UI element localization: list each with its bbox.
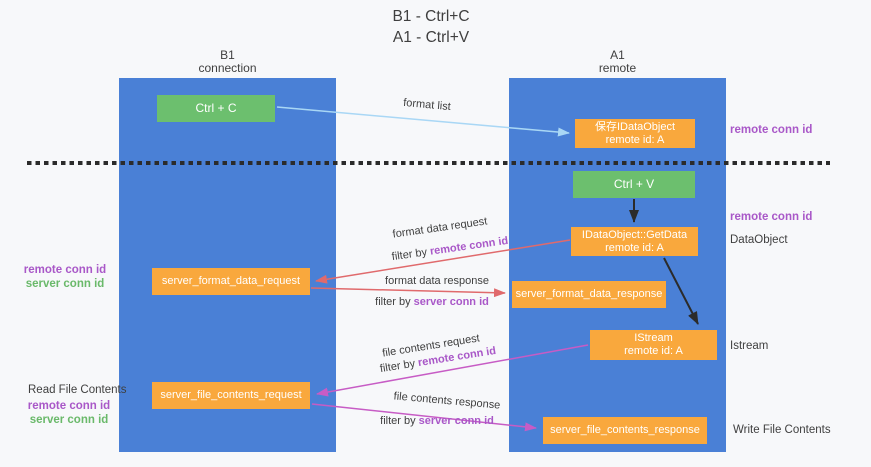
getdata-line1: IDataObject::GetData — [581, 228, 688, 241]
title-line-1: B1 - Ctrl+C — [392, 8, 470, 25]
istream-line2: remote id: A — [624, 345, 683, 357]
write-file-contents-label: Write File Contents — [733, 424, 831, 436]
column-a1-role: remote — [598, 61, 637, 75]
istream-side-label: Istream — [730, 340, 769, 352]
filter-by-server-conn-id-label-2: filter by server conn id — [377, 415, 497, 427]
read-file-contents-label: Read File Contents — [28, 384, 127, 396]
filter-by-text: filter by — [379, 357, 420, 376]
node-ctrl-c: Ctrl + C — [157, 95, 275, 122]
left-conn-id-block-1: remote conn id server conn id — [20, 263, 110, 291]
left-server-conn-id-1: server conn id — [25, 278, 105, 290]
file-contents-response-label: file contents response — [393, 390, 501, 412]
title-line-2: A1 - Ctrl+V — [392, 29, 470, 46]
column-a1-name: A1 — [610, 48, 625, 62]
getdata-line2: remote id: A — [605, 241, 664, 254]
node-server-format-data-response: server_format_data_response — [512, 281, 666, 308]
node-ctrl-v: Ctrl + V — [573, 171, 695, 198]
boundary-dashed-line — [27, 161, 830, 165]
node-idataobject-getdata: IDataObject::GetData remote id: A — [571, 227, 698, 256]
column-header-a1: A1 remote — [509, 49, 726, 75]
left-remote-conn-id-1: remote conn id — [23, 264, 107, 276]
node-server-file-contents-request: server_file_contents_request — [152, 382, 310, 409]
server-file-contents-response-label: server_file_contents_response — [550, 424, 700, 436]
node-istream: IStream remote id: A — [590, 330, 717, 360]
format-data-response-arrow — [310, 287, 506, 298]
column-b1-role: connection — [198, 61, 257, 75]
filter-by-text: filter by — [380, 415, 419, 427]
server-format-data-response-label: server_format_data_response — [515, 288, 663, 300]
column-header-b1: B1 connection — [119, 49, 336, 75]
right-remote-conn-id-label-2: remote conn id — [730, 211, 813, 223]
save-dataobject-line1: 保存IDataObject — [594, 120, 676, 133]
right-remote-conn-id-label-1: remote conn id — [730, 124, 813, 136]
server-file-contents-request-label: server_file_contents_request — [160, 389, 302, 401]
left-server-conn-id-2: server conn id — [29, 414, 109, 426]
server-conn-id-text: server conn id — [418, 415, 494, 427]
filter-by-text: filter by — [391, 245, 431, 264]
dataobject-label: DataObject — [730, 234, 788, 246]
column-b1-name: B1 — [220, 48, 235, 62]
left-remote-conn-id-2: remote conn id — [27, 400, 111, 412]
ctrl-c-label: Ctrl + C — [195, 101, 237, 115]
format-data-response-label: format data response — [385, 275, 489, 287]
filter-by-text: filter by — [375, 296, 414, 308]
node-save-dataobject: 保存IDataObject remote id: A — [575, 119, 695, 148]
node-server-format-data-request: server_format_data_request — [152, 268, 310, 295]
node-server-file-contents-response: server_file_contents_response — [543, 417, 707, 444]
server-format-data-request-label: server_format_data_request — [161, 275, 301, 287]
diagram-title: B1 - Ctrl+C A1 - Ctrl+V — [0, 6, 862, 48]
format-list-label: format list — [402, 96, 452, 114]
save-dataobject-line2: remote id: A — [605, 133, 665, 146]
left-conn-id-block-2: remote conn id server conn id — [24, 399, 114, 427]
istream-line1: IStream — [634, 332, 673, 344]
filter-by-server-conn-id-label-1: filter by server conn id — [372, 296, 492, 308]
ctrl-v-label: Ctrl + V — [613, 177, 655, 191]
server-conn-id-text: server conn id — [413, 296, 489, 308]
remote-conn-id-text: remote conn id — [429, 234, 509, 258]
format-data-request-label: format data request — [391, 215, 489, 241]
